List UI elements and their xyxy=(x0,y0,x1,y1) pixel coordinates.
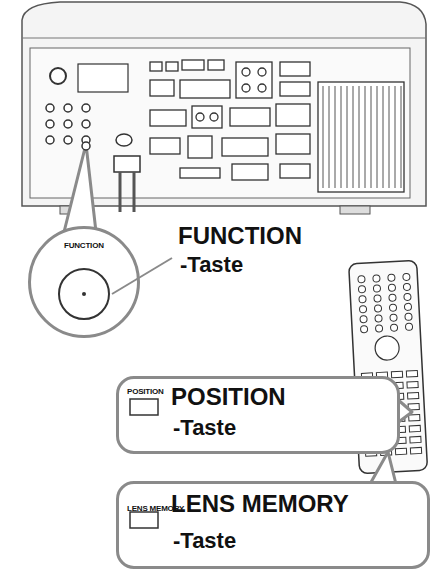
button-name: FUNCTION xyxy=(178,222,302,250)
button-suffix: -Taste xyxy=(173,528,236,554)
button-callout-circle: FUNCTION xyxy=(28,226,140,338)
button-label: POSITION xyxy=(127,387,164,396)
button-callout: POSITION POSITION -Taste xyxy=(116,376,400,454)
button-callout: LENS MEMORYLENS MEMORY-Taste xyxy=(116,481,430,569)
button-suffix: -Taste xyxy=(180,252,243,278)
button-name: LENS MEMORY xyxy=(171,490,349,518)
button-label: FUNCTION xyxy=(64,241,104,250)
button-name: POSITION xyxy=(171,383,286,411)
button-suffix: -Taste xyxy=(173,415,236,441)
